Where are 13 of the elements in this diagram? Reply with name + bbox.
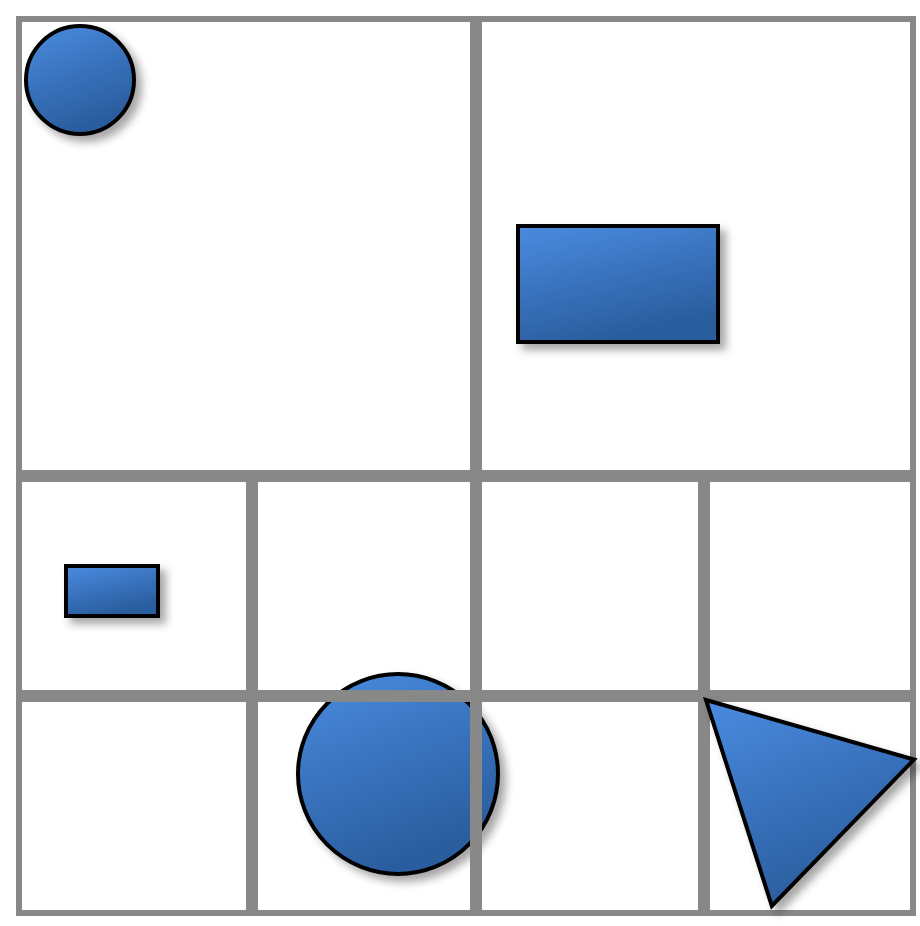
grid-cell xyxy=(16,16,476,476)
grid-cell xyxy=(476,476,704,696)
rectangle-shape xyxy=(64,564,160,618)
grid-cell xyxy=(476,16,916,476)
grid-cell xyxy=(252,476,476,696)
grid-cell xyxy=(16,476,252,696)
grid-cell xyxy=(704,476,916,696)
rectangle-shape xyxy=(516,224,720,344)
grid-cell xyxy=(476,696,704,916)
grid-cell xyxy=(252,696,476,916)
grid-cell xyxy=(16,696,252,916)
circle-shape xyxy=(24,24,136,136)
circle-shape xyxy=(296,672,500,876)
